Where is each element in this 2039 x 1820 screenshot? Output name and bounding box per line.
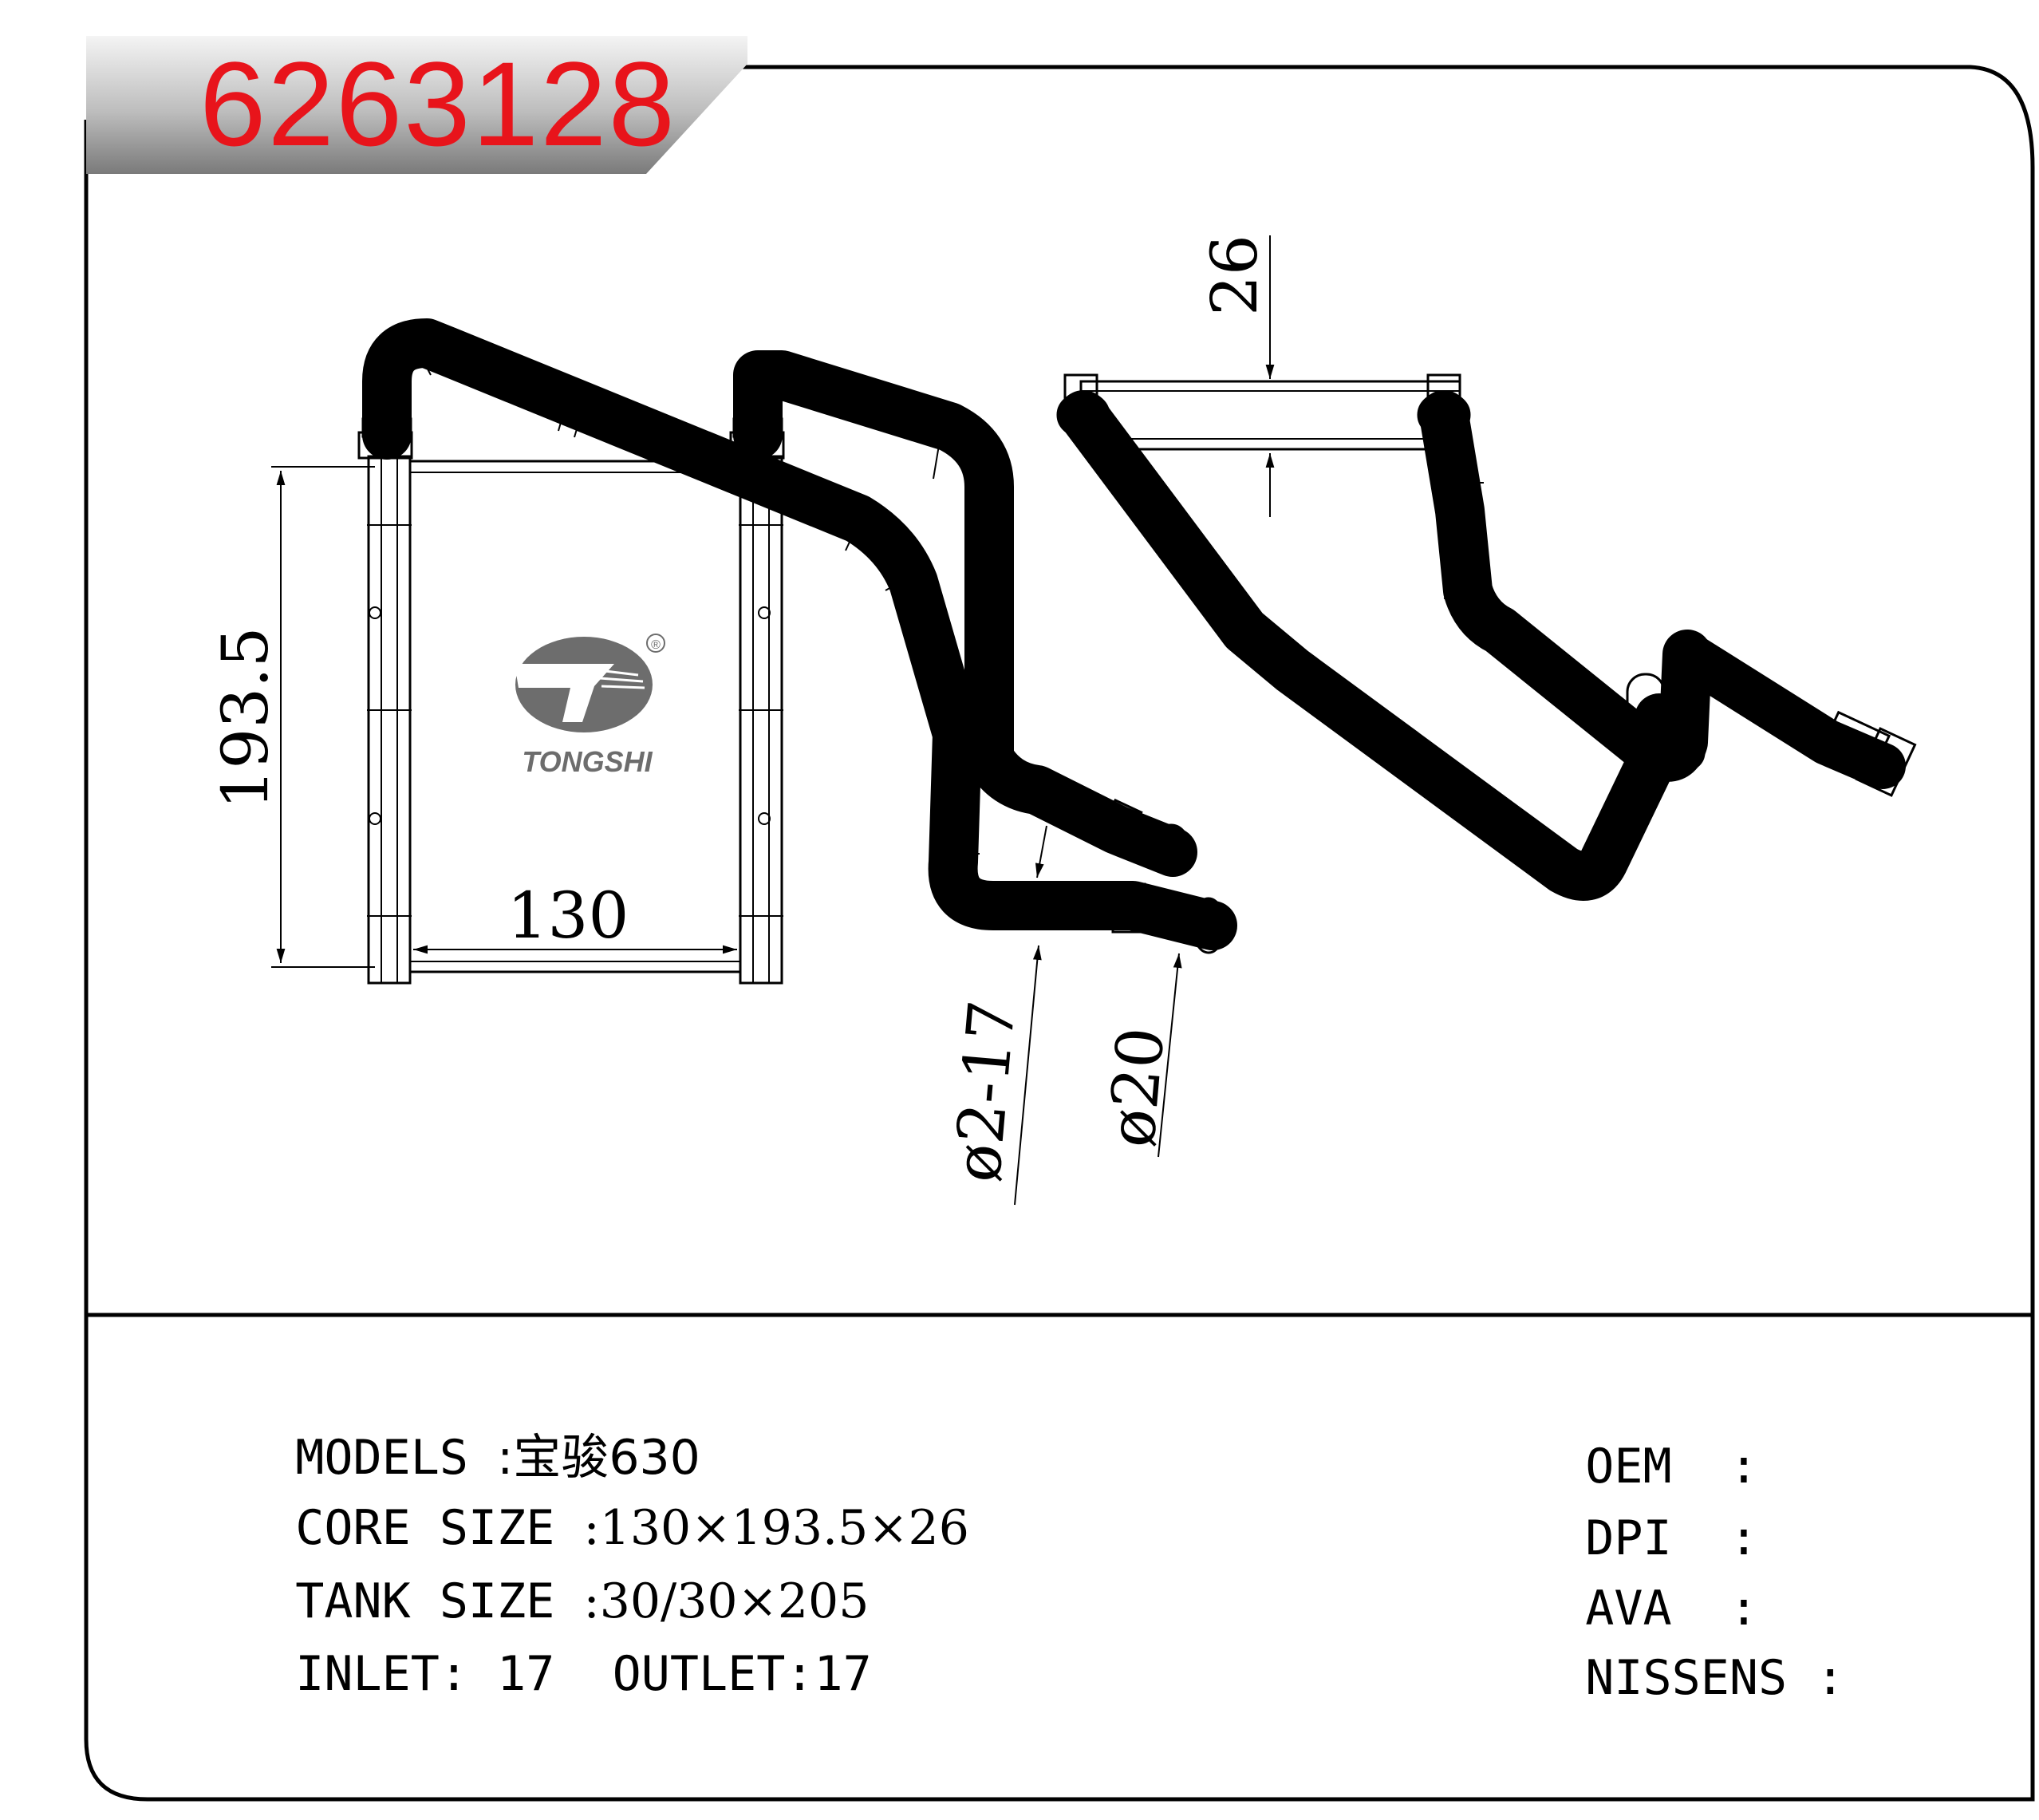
oem-row: OEM : [1528, 1395, 1758, 1490]
ava-row: AVA : [1528, 1537, 1758, 1632]
part-number: 6263128 [199, 37, 676, 171]
dimension-height [271, 466, 375, 968]
tank-size-row: TANK SIZE :30/30×205 [238, 1530, 869, 1625]
pipe-diameter-label: ø2-17 [940, 997, 1030, 1185]
nissens-separator: : [1816, 1650, 1845, 1706]
tank-size-value: :30/30×205 [583, 1573, 870, 1629]
logo-text: TONGSHI [522, 745, 653, 778]
oem-separator: : [1729, 1439, 1758, 1494]
inlet-label: INLET: [295, 1646, 468, 1702]
dimension-pipe-diameter [1014, 825, 1182, 1206]
nissens-label: NISSENS [1585, 1650, 1788, 1706]
models-row: MODELS :宝骏630 [238, 1386, 700, 1482]
dpi-row: DPI : [1528, 1467, 1758, 1562]
nissens-row: NISSENS : [1528, 1606, 1844, 1702]
height-dimension-label: 193.5 [208, 626, 282, 809]
outlet-value: 17 [814, 1646, 872, 1702]
models-label: MODELS [295, 1430, 468, 1486]
models-value: :宝骏630 [497, 1430, 700, 1486]
registered-mark: ® [651, 638, 661, 652]
outer-frame [84, 65, 2035, 1802]
width-dimension-label: 130 [507, 878, 629, 953]
depth-dimension-label: 26 [1197, 235, 1272, 316]
ava-separator: : [1729, 1581, 1758, 1636]
tank-size-label: TANK SIZE [295, 1573, 555, 1629]
outlet-diameter-label: ø20 [1094, 1024, 1179, 1151]
pipes-side-view [1056, 390, 1917, 901]
dpi-separator: : [1729, 1510, 1758, 1566]
outlet-label: OUTLET: [612, 1646, 814, 1702]
core-size-row: CORE SIZE :130×193.5×26 [238, 1456, 969, 1552]
inlet-value: 17 [497, 1646, 555, 1702]
pipes-front-view [361, 318, 1237, 954]
inlet-outlet-row: INLET: 17 OUTLET:17 [238, 1602, 872, 1698]
dpi-label: DPI [1585, 1510, 1672, 1566]
core-size-label: CORE SIZE [295, 1500, 555, 1556]
ava-label: AVA [1585, 1581, 1672, 1636]
title-band [86, 36, 747, 174]
core-size-value: :130×193.5×26 [583, 1500, 969, 1556]
oem-label: OEM [1585, 1439, 1672, 1494]
tongshi-logo: ® TONGSHI [515, 634, 665, 778]
